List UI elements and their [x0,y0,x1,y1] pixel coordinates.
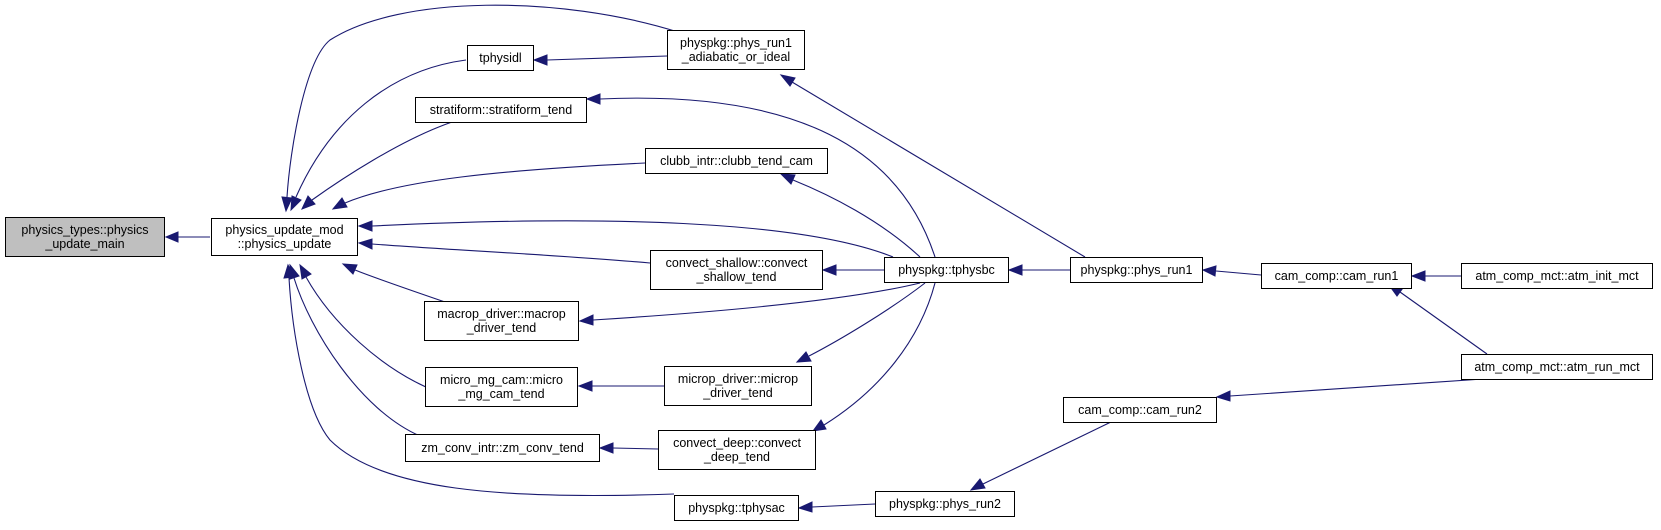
edge-arrowhead [299,263,312,280]
edge-arrowhead [811,419,827,432]
node-phys-run2[interactable]: physpkg::phys_run2 [875,491,1015,517]
edge-arrowhead [532,54,548,66]
edge-arrowhead [164,231,179,243]
edge-clubb-to-physics-update [344,162,646,204]
edge-zm-conv-to-physics-update [293,277,421,437]
node-physics-update-main: physics_types::physics _update_main [5,217,165,257]
edge-arrowhead [341,263,358,275]
node-micro-mg-cam-tend[interactable]: micro_mg_cam::micro _mg_cam_tend [425,367,578,407]
node-phys-run1-adiabatic-or-ideal[interactable]: physpkg::phys_run1 _adiabatic_or_ideal [667,30,805,70]
node-phys-run1[interactable]: physpkg::phys_run1 [1070,257,1203,283]
edge-tphysac-to-physics-update [288,277,675,497]
node-atm-init-mct[interactable]: atm_comp_mct::atm_init_mct [1461,263,1653,289]
edge-arrowhead [357,220,373,232]
edge-atm-run-to-cam-run1 [1399,291,1488,355]
node-clubb-tend-cam[interactable]: clubb_intr::clubb_tend_cam [645,148,828,174]
edge-arrowhead [1410,270,1426,282]
edge-arrowhead [331,197,348,210]
edge-macrop-to-physics-update [354,269,446,303]
node-cam-run1[interactable]: cam_comp::cam_run1 [1261,263,1412,289]
edge-stratiform-to-physics-update [311,121,453,201]
edge-arrowhead [357,238,373,250]
node-tphysbc[interactable]: physpkg::tphysbc [884,257,1009,283]
edge-arrowhead [290,195,302,212]
edge-arrowhead [281,196,293,213]
node-convect-deep-tend[interactable]: convect_deep::convect _deep_tend [658,430,816,470]
edge-arrowhead [1007,264,1023,276]
edge-arrowhead [577,380,593,392]
edge-arrowhead [779,74,796,87]
edge-phys-run1-adiabatic-to-physics-update [286,4,679,198]
edge-arrowhead [1201,265,1217,277]
edge-arrowhead [969,478,986,491]
edge-convect-shallow-to-physics-update [371,243,651,264]
edge-arrowhead [578,314,594,326]
edge-atm-run-to-cam-run2 [1229,378,1484,397]
node-convect-shallow-tend[interactable]: convect_shallow::convect _shallow_tend [650,250,823,290]
edge-phys-run1-to-phys-run1-adiabatic [791,81,1086,258]
edge-phys-run2-to-tphysac [811,503,876,508]
edge-cam-run2-to-phys-run2 [982,420,1114,485]
edge-arrowhead [1215,390,1231,402]
edge-tphysidl-to-physics-update [295,59,467,198]
edge-tphysbc-to-physics-update-top [371,220,894,258]
edge-cam-run1-to-phys-run1 [1215,270,1262,276]
edge-arrowhead [585,93,601,105]
edge-tphysbc-to-microp [808,282,926,357]
node-stratiform-tend[interactable]: stratiform::stratiform_tend [415,97,587,123]
node-tphysidl[interactable]: tphysidl [467,45,534,71]
edge-tphysbc-to-convect-deep [823,282,936,426]
node-microp-driver-tend[interactable]: microp_driver::microp _driver_tend [664,366,812,406]
edge-arrowhead [821,264,837,276]
edge-tphysbc-to-macrop [592,282,921,321]
edge-arrowhead [598,442,614,454]
node-macrop-driver-tend[interactable]: macrop_driver::macrop _driver_tend [424,301,579,341]
edge-arrowhead [797,501,813,513]
edge-arrowhead [283,263,295,279]
edge-tphysbc-to-stratiform [599,97,936,258]
node-tphysac[interactable]: physpkg::tphysac [674,495,799,521]
node-zm-conv-tend[interactable]: zm_conv_intr::zm_conv_tend [405,434,600,462]
edge-arrowhead [795,351,812,363]
edge-convect-deep-to-zm-conv [612,447,659,450]
edge-micro-mg-to-physics-update [305,276,441,394]
node-physics-update[interactable]: physics_update_mod ::physics_update [211,218,358,256]
edge-arrowhead [779,173,796,185]
node-cam-run2[interactable]: cam_comp::cam_run2 [1063,397,1217,423]
edge-tphysbc-to-clubb [792,179,921,258]
edge-arrowhead [301,195,316,210]
node-atm-run-mct[interactable]: atm_comp_mct::atm_run_mct [1461,354,1653,380]
edge-phys-run1-adiabatic-to-tphysidl [546,55,668,61]
